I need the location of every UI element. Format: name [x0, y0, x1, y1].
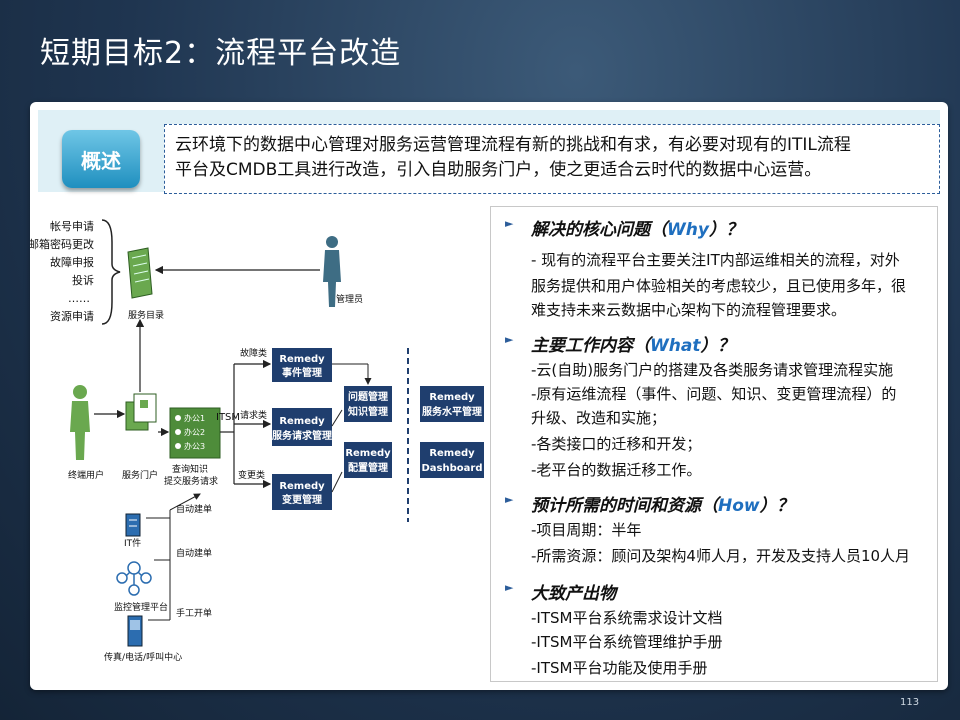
remedy-incident-box — [272, 348, 332, 382]
monitor-platform-icon — [116, 561, 152, 596]
problem-knowledge-box — [344, 386, 392, 422]
admin-person-icon — [323, 236, 341, 307]
itsm-label: ITSM — [216, 412, 240, 423]
section-title-how: 预计所需的时间和资源（How）？ — [531, 496, 794, 516]
edge-change-label: 变更类 — [238, 469, 265, 481]
content-card: 概述 云环境下的数据中心管理对服务运营管理流程有新的挑战和有求，有必要对现有的I… — [30, 102, 948, 690]
edge-request-label: 请求类 — [240, 409, 267, 421]
page-number: 113 — [900, 697, 920, 708]
section-line: -所需资源：顾问及架构4师人月，开发及支持人员10人月 — [531, 547, 911, 565]
section-title-deliverables: 大致产出物 — [531, 584, 616, 604]
page-title: 短期目标2：流程平台改造 — [40, 36, 402, 71]
request-item: 故障申报 — [50, 255, 94, 269]
remedy-change-label: 变更管理 — [282, 493, 322, 506]
section-line: -ITSM平台系统需求设计文档 — [531, 609, 723, 627]
bullet-arrow-icon: ► — [505, 493, 514, 506]
overview-band: 概述 云环境下的数据中心管理对服务运营管理流程有新的挑战和有求，有必要对现有的I… — [38, 110, 940, 194]
phone-center-icon — [127, 615, 143, 647]
request-item: 帐号申请 — [50, 220, 94, 233]
remedy-slm-label: 服务水平管理 — [422, 405, 482, 418]
problem-box-label: 知识管理 — [347, 405, 388, 418]
change-to-config-line — [331, 471, 343, 493]
remedy-config-box — [344, 442, 392, 478]
request-brace — [101, 219, 121, 325]
it-component-label: IT件 — [124, 537, 141, 549]
section-line: -云(自助)服务门户的搭建及各类服务请求管理流程实施 — [531, 361, 894, 379]
remedy-dashboard-label: Dashboard — [422, 463, 483, 474]
admin-label: 管理员 — [336, 293, 363, 305]
overview-badge: 概述 — [62, 130, 140, 188]
section-line: -各类接口的迁移和开发； — [531, 435, 702, 453]
query-item: 办公3 — [184, 441, 205, 451]
section-line: -项目周期：半年 — [531, 521, 642, 539]
end-user-label: 终端用户 — [68, 469, 104, 481]
remedy-request-box — [272, 408, 332, 446]
service-catalog-icon — [127, 247, 153, 299]
overview-text: 云环境下的数据中心管理对服务运营管理流程有新的挑战和有求，有必要对现有的ITIL… — [164, 124, 940, 194]
section-title-what: 主要工作内容（What）？ — [531, 336, 735, 356]
request-item: …… — [68, 292, 90, 305]
section-title-why: 解决的核心问题（Why）？ — [531, 220, 743, 240]
section-line: 难支持未来云数据中心架构下的流程管理要求。 — [531, 301, 847, 319]
remedy-request-label: 服务请求管理 — [272, 429, 332, 442]
phone-center-label: 传真/电话/呼叫中心 — [104, 651, 182, 663]
bullet-arrow-icon: ► — [505, 581, 514, 594]
remedy-change-box — [272, 474, 332, 510]
query-submit-box: 办公1 办公2 办公3 — [169, 407, 221, 459]
section-line: -老平台的数据迁移工作。 — [531, 461, 702, 479]
section-line: -ITSM平台功能及使用手册 — [531, 659, 708, 677]
remedy-request-label: Remedy — [279, 416, 325, 427]
edge-auto-label-1: 自动建单 — [176, 503, 212, 515]
remedy-slm-label: Remedy — [429, 392, 475, 403]
section-line: 升级、改造和实施； — [531, 409, 667, 427]
section-line: 服务提供和用户体验相关的考虑较少，且已使用多年，很 — [531, 277, 907, 295]
bullet-arrow-icon: ► — [505, 217, 514, 230]
details-panel: ► 解决的核心问题（Why）？ - 现有的流程平台主要关注IT内部运维相关的流程… — [490, 206, 938, 682]
edge-auto-label-2: 自动建单 — [176, 547, 212, 559]
query-box-label-2: 提交服务请求 — [164, 475, 218, 487]
remedy-change-label: Remedy — [279, 481, 325, 492]
bottom-to-change-arrow — [169, 493, 201, 511]
overview-line-1: 云环境下的数据中心管理对服务运营管理流程有新的挑战和有求，有必要对现有的ITIL… — [175, 135, 851, 155]
remedy-dashboard-label: Remedy — [429, 448, 475, 459]
overview-line-2: 平台及CMDB工具进行改造，引入自助服务门户，使之更适合云时代的数据中心运营。 — [175, 160, 822, 180]
edge-fault-label: 故障类 — [240, 347, 267, 359]
section-line: -原有运维流程（事件、问题、知识、变更管理流程）的 — [531, 385, 897, 403]
remedy-incident-label: Remedy — [279, 354, 325, 365]
request-item: 投诉 — [72, 273, 94, 287]
end-user-person-icon — [70, 385, 90, 460]
it-component-icon — [125, 513, 141, 537]
service-portal-icon — [125, 393, 157, 431]
service-portal-label: 服务门户 — [122, 469, 158, 481]
problem-box-label: 问题管理 — [348, 390, 388, 403]
section-line: -ITSM平台系统管理维护手册 — [531, 633, 723, 651]
query-box-label-1: 查询知识 — [172, 463, 208, 475]
query-item: 办公1 — [184, 413, 205, 423]
service-catalog-label: 服务目录 — [128, 309, 164, 321]
monitor-platform-label: 监控管理平台 — [114, 601, 168, 613]
process-diagram: 帐号申请 邮箱密码更改 故障申报 投诉 …… 资源申请 服务目录 管理员 终端用… — [30, 219, 484, 663]
bullet-arrow-icon: ► — [505, 333, 514, 346]
remedy-config-label: Remedy — [345, 448, 391, 459]
request-item: 邮箱密码更改 — [30, 237, 94, 251]
remedy-dashboard-box — [420, 442, 484, 478]
edge-manual-label: 手工开单 — [176, 607, 212, 619]
remedy-incident-label: 事件管理 — [282, 366, 322, 379]
query-item: 办公2 — [184, 427, 205, 437]
request-to-problem-line — [331, 409, 343, 427]
remedy-slm-box — [420, 386, 484, 422]
request-item: 资源申请 — [50, 309, 94, 323]
remedy-config-label: 配置管理 — [348, 461, 388, 474]
section-line: - 现有的流程平台主要关注IT内部运维相关的流程，对外 — [531, 251, 900, 269]
